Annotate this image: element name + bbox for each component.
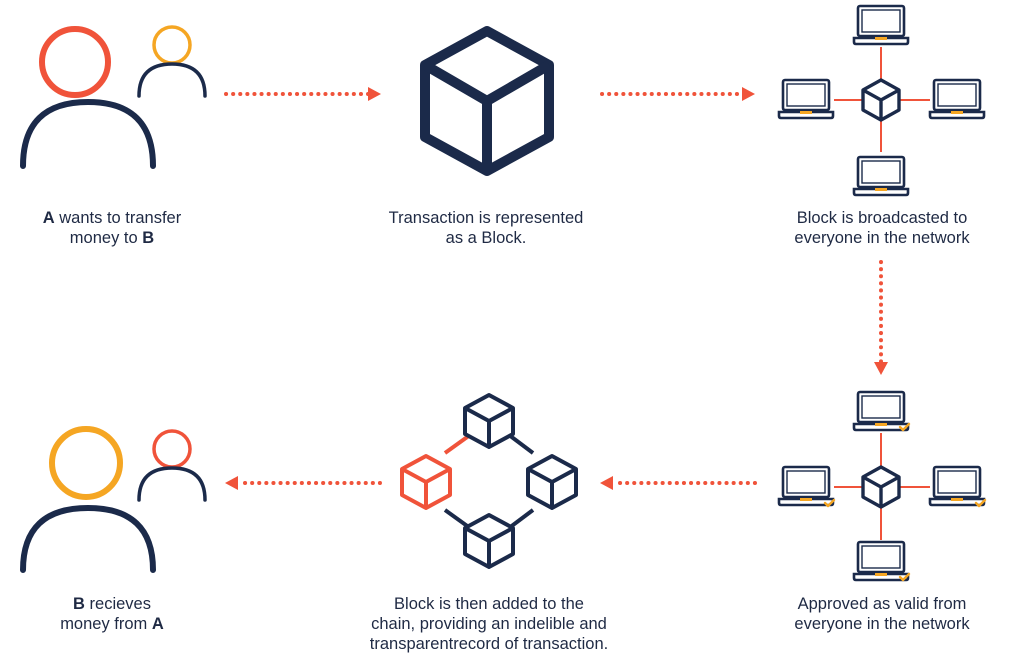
step4-caption-line1: Approved as valid from [797, 595, 967, 613]
step3-caption-line2: everyone in the network [794, 229, 970, 247]
step1-users-icon [20, 25, 207, 169]
step6-caption-line1: B recieves [73, 595, 151, 613]
arrow-step2-to-step3 [600, 87, 755, 101]
step2-caption-line2: as a Block. [445, 229, 527, 247]
step4-caption-line2: everyone in the network [794, 615, 970, 633]
step3-network-broadcast-icon [777, 4, 986, 197]
arrow-step3-to-step4 [874, 260, 888, 375]
step6-users-icon [20, 426, 207, 573]
step2-caption-line1: Transaction is represented [388, 209, 584, 227]
step6-caption: B recieves money from A [0, 594, 224, 634]
step5-caption-line3: transparentrecord of transaction. [369, 635, 609, 653]
step3-caption: Block is broadcasted to everyone in the … [752, 208, 1012, 248]
step2-caption: Transaction is represented as a Block. [336, 208, 636, 248]
step1-caption-line2: money to B [69, 229, 155, 247]
step4-caption: Approved as valid from everyone in the n… [752, 594, 1012, 634]
arrow-step5-to-step6 [225, 476, 382, 490]
step1-caption: A wants to transfer money to B [0, 208, 224, 248]
step5-caption: Block is then added to the chain, provid… [319, 594, 659, 654]
step5-blockchain-icon [400, 393, 578, 569]
step5-caption-line2: chain, providing an indelible and [371, 615, 607, 633]
step1-caption-line1: A wants to transfer [42, 209, 182, 227]
arrow-step4-to-step5 [600, 476, 757, 490]
step3-caption-line1: Block is broadcasted to [796, 209, 968, 227]
step5-caption-line1: Block is then added to the [394, 595, 584, 613]
arrow-step1-to-step2 [224, 87, 381, 101]
step4-network-approved-icon [777, 390, 987, 582]
step6-caption-line2: money from A [60, 615, 164, 633]
step2-block-cube-icon [420, 26, 554, 176]
